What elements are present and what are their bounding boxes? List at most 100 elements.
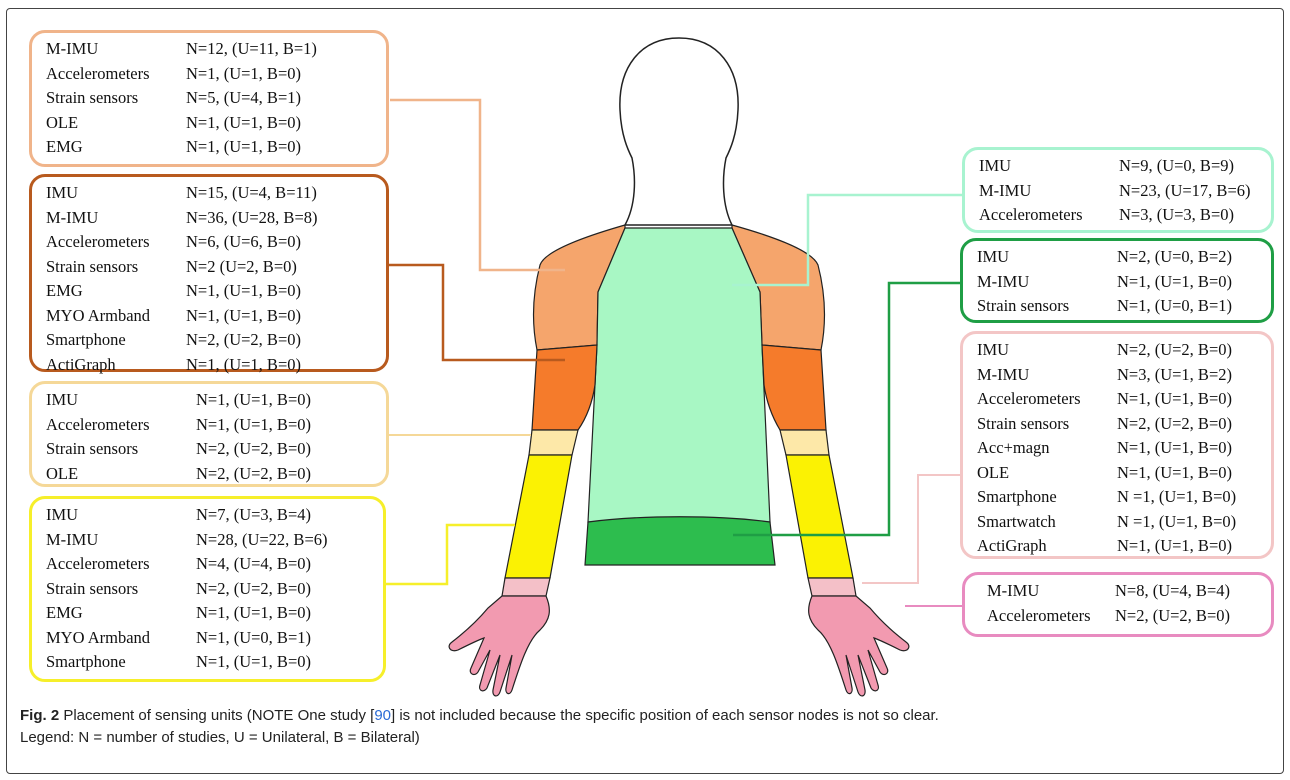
- sensor-count: N=1, (U=1, B=0): [1117, 389, 1232, 409]
- sensor-row: MYO Armband N=1, (U=0, B=1): [46, 626, 383, 651]
- sensor-count: N=28, (U=22, B=6): [196, 529, 328, 549]
- sensor-count: N=1, (U=1, B=0): [1117, 438, 1232, 458]
- sensor-count: N=1, (U=1, B=0): [186, 63, 301, 83]
- sensor-count: N=1, (U=1, B=0): [186, 112, 301, 132]
- sensor-row: Smartphone N=2, (U=2, B=0): [46, 328, 386, 353]
- sensor-name: EMG: [46, 137, 83, 157]
- sensor-name: ActiGraph: [977, 536, 1047, 556]
- chest-connector: [732, 193, 962, 287]
- sensor-name: MYO Armband: [46, 305, 151, 325]
- right-wrist: [807, 577, 857, 597]
- shoulder-connector: [390, 98, 565, 272]
- caption-text-after-ref: ] is not included because the specific p…: [391, 707, 939, 724]
- figure-frame: [6, 8, 1284, 774]
- sensor-row: Accelerometers N=1, (U=1, B=0): [977, 387, 1271, 412]
- sensor-count: N=1, (U=0, B=1): [196, 627, 311, 647]
- sensor-row: Strain sensors N=2 (U=2, B=0): [46, 255, 386, 280]
- sensor-count: N=1, (U=0, B=1): [1117, 296, 1232, 316]
- sensor-name: MYO Armband: [46, 627, 151, 647]
- sensor-row: Acc+magn N=1, (U=1, B=0): [977, 436, 1271, 461]
- sensor-count: N=1, (U=1, B=0): [186, 137, 301, 157]
- sensor-row: Accelerometers N=6, (U=6, B=0): [46, 230, 386, 255]
- sensor-name: Strain sensors: [46, 256, 139, 276]
- waist: [584, 516, 776, 566]
- sensor-name: Smartphone: [46, 652, 126, 672]
- left-elbow: [528, 429, 579, 456]
- sensor-count: N=2, (U=2, B=0): [186, 330, 301, 350]
- sensor-count: N=1, (U=1, B=0): [186, 305, 301, 325]
- sensor-count: N=3, (U=3, B=0): [1119, 205, 1234, 225]
- sensor-name: Smartphone: [46, 330, 126, 350]
- sensor-count: N=1, (U=1, B=0): [196, 603, 311, 623]
- sensor-name: IMU: [46, 183, 79, 203]
- sensor-name: Strain sensors: [977, 413, 1070, 433]
- sensor-count: N=5, (U=4, B=1): [186, 88, 301, 108]
- chest: [587, 227, 771, 523]
- caption-text-before-ref: Placement of sensing units (NOTE One stu…: [63, 707, 375, 724]
- sensor-row: Strain sensors N=2, (U=2, B=0): [977, 412, 1271, 437]
- sensor-count: N=2, (U=2, B=0): [196, 578, 311, 598]
- sensor-name: Accelerometers: [46, 232, 150, 252]
- waist-connector: [733, 281, 960, 537]
- head: [619, 37, 739, 226]
- sensor-count: N=2 (U=2, B=0): [186, 256, 297, 276]
- sensor-name: OLE: [46, 463, 79, 483]
- sensor-name: IMU: [977, 340, 1010, 360]
- sensor-count: N=2, (U=2, B=0): [1117, 413, 1232, 433]
- sensor-name: Accelerometers: [979, 205, 1083, 225]
- sensor-name: IMU: [46, 390, 79, 410]
- sensor-name: Strain sensors: [46, 439, 139, 459]
- sensor-count: N=1, (U=1, B=0): [196, 652, 311, 672]
- sensor-name: Accelerometers: [46, 414, 150, 434]
- sensor-row: ActiGraph N=1, (U=1, B=0): [977, 534, 1271, 559]
- sensor-name: EMG: [46, 603, 83, 623]
- sensor-count: N=1, (U=1, B=0): [1117, 462, 1232, 482]
- sensor-count: N=1, (U=1, B=0): [186, 281, 301, 301]
- sensor-count: N=1, (U=1, B=0): [186, 354, 301, 374]
- right-elbow: [779, 429, 830, 456]
- sensor-name: M-IMU: [46, 207, 99, 227]
- sensor-row: IMU N=2, (U=0, B=2): [977, 245, 1271, 270]
- sensor-count: N=7, (U=3, B=4): [196, 505, 311, 525]
- sensor-row: MYO Armband N=1, (U=1, B=0): [46, 304, 386, 329]
- right-hand: [808, 595, 910, 697]
- sensor-row: EMG N=1, (U=1, B=0): [46, 601, 383, 626]
- sensor-row: EMG N=1, (U=1, B=0): [46, 135, 386, 160]
- sensor-count: N=1, (U=1, B=0): [1117, 536, 1232, 556]
- left-wrist: [501, 577, 551, 597]
- sensor-row: Smartphone N=1, (U=1, B=0): [46, 650, 383, 675]
- left-forearm: [504, 454, 573, 579]
- sensor-count: N =1, (U=1, B=0): [1117, 511, 1237, 531]
- sensor-count: N =1, (U=1, B=0): [1117, 487, 1237, 507]
- sensor-name: Accelerometers: [977, 389, 1081, 409]
- sensor-count: N=2, (U=0, B=2): [1117, 247, 1232, 267]
- sensor-name: Acc+magn: [977, 438, 1050, 458]
- sensor-name: EMG: [46, 281, 83, 301]
- sensor-name: M-IMU: [46, 529, 99, 549]
- caption-ref-link[interactable]: 90: [374, 707, 392, 724]
- sensor-row: EMG N=1, (U=1, B=0): [46, 279, 386, 304]
- sensor-count: N=6, (U=6, B=0): [186, 232, 301, 252]
- sensor-name: IMU: [977, 247, 1010, 267]
- sensor-name: Accelerometers: [987, 605, 1091, 625]
